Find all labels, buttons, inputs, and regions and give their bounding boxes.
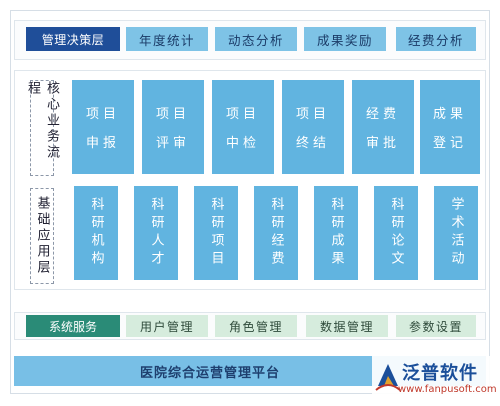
system-item-role-management[interactable]: 角色管理: [215, 315, 297, 337]
core-card-project-midcheck[interactable]: 项目 中检: [212, 80, 274, 174]
core-card-project-declare[interactable]: 项目 申报: [72, 80, 134, 174]
decision-item-funding-analysis[interactable]: 经费分析: [396, 27, 476, 51]
core-card-line1: 经费: [365, 107, 400, 122]
base-card-research-talent[interactable]: 科研人才: [134, 186, 178, 280]
core-card-project-review[interactable]: 项目 评审: [142, 80, 204, 174]
base-card-research-achievement[interactable]: 科研成果: [314, 186, 358, 280]
platform-title: 医院综合运营管理平台: [139, 365, 280, 381]
core-card-line2: 登记: [432, 136, 467, 151]
core-card-line1: 项目: [225, 107, 260, 122]
core-card-line1: 项目: [155, 107, 190, 122]
decision-item-dynamic-analysis[interactable]: 动态分析: [215, 27, 297, 51]
base-card-research-institution[interactable]: 科研机构: [74, 186, 118, 280]
core-process-label: 核心业务流程: [25, 80, 59, 176]
decision-item-annual-stats[interactable]: 年度统计: [126, 27, 208, 51]
decision-layer-label: 管理决策层: [26, 27, 120, 51]
core-card-line2: 评审: [155, 136, 190, 151]
core-card-line2: 中检: [225, 136, 260, 151]
base-layer-label: 基础应用层: [30, 188, 54, 284]
core-card-project-conclude[interactable]: 项目 终结: [282, 80, 344, 174]
core-card-achievement-register[interactable]: 成果 登记: [420, 80, 480, 174]
core-card-line2: 申报: [85, 136, 120, 151]
core-card-funding-approval[interactable]: 经费 审批: [352, 80, 414, 174]
system-item-parameter-settings[interactable]: 参数设置: [396, 315, 476, 337]
core-card-line1: 成果: [432, 107, 467, 122]
system-item-data-management[interactable]: 数据管理: [306, 315, 388, 337]
core-card-line1: 项目: [85, 107, 120, 122]
base-card-research-paper[interactable]: 科研论文: [374, 186, 418, 280]
fanpu-logo-icon: [372, 356, 490, 400]
logo-name: 泛普软件: [402, 363, 478, 384]
base-card-research-funding[interactable]: 科研经费: [254, 186, 298, 280]
system-services-label: 系统服务: [26, 315, 120, 337]
core-card-line2: 终结: [295, 136, 330, 151]
core-card-line1: 项目: [295, 107, 330, 122]
system-item-user-management[interactable]: 用户管理: [126, 315, 208, 337]
base-card-research-project[interactable]: 科研项目: [194, 186, 238, 280]
decision-item-achievement-award[interactable]: 成果奖励: [304, 27, 386, 51]
core-card-line2: 审批: [365, 136, 400, 151]
base-card-academic-activity[interactable]: 学术活动: [434, 186, 478, 280]
logo-url: www.fanpusoft.com: [398, 384, 497, 395]
